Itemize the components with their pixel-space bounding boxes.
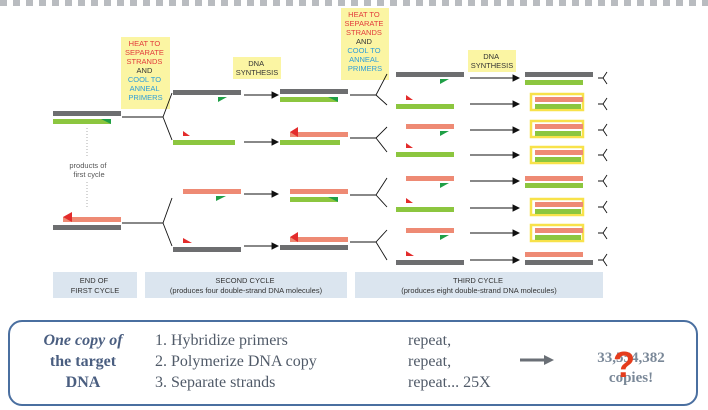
synthesis-callout-2 [468,50,516,72]
target-dna-label: One copy of the target DNA [18,330,148,393]
second-cycle-products [280,89,348,250]
first-cycle-product-top [53,111,121,124]
target-line-1: One copy of [43,332,123,349]
end-forks [598,71,608,267]
pcr-cycle-diagram: HEAT TO SEPARATE STRANDS AND COOL TO ANN… [0,0,708,298]
end-first-cycle-label-box [53,272,137,298]
second-cycle-label: SECOND CYCLE (produces four double-stran… [170,276,323,295]
copies-word: copies! [608,370,654,386]
heat-callout-2 [341,8,389,80]
step-3: 3. Separate strands [155,374,276,391]
second-cycle-label-box [145,272,347,298]
repeat-3: repeat... 25X [408,374,491,391]
heat-callout-2-text: HEAT TO SEPARATE STRANDS AND COOL TO ANN… [345,10,386,73]
synthesis-arrows-2 [470,74,521,264]
third-cycle-strands [396,72,464,265]
copies-count: 33,554,382 [597,350,665,366]
synthesis-callout-1-text: DNA SYNTHESIS [236,59,279,77]
step-2: 2. Polymerize DNA copy [155,353,317,370]
synthesis-arrows-1 [244,91,280,250]
pcr-steps-list: 1. Hybridize primers 2. Polymerize DNA c… [155,330,395,393]
first-cycle-product-bottom [53,212,121,230]
products-of-first-cycle-label: products of first cycle [69,161,108,179]
third-cycle-label: THIRD CYCLE (produces eight double-stran… [401,276,557,295]
copies-result: 33,554,382 copies! [576,348,686,388]
heat-callout-1-text: HEAT TO SEPARATE STRANDS AND COOL TO ANN… [125,39,166,102]
result-arrow-icon [520,355,554,365]
target-line-2: the target [49,353,117,370]
heat-callout-1 [121,37,170,109]
end-first-cycle-label: END OF FIRST CYCLE [71,276,120,295]
fork-cycle1 [122,92,173,247]
fork-cycle2 [350,73,388,261]
repeat-2: repeat, [408,353,452,370]
pcr-summary-panel [8,320,698,406]
second-cycle-strands [173,90,241,252]
repeat-list: repeat, repeat, repeat... 25X [408,330,528,393]
repeat-1: repeat, [408,332,452,349]
target-line-3: DNA [65,374,101,391]
third-cycle-label-box [355,272,603,298]
question-mark-icon: ? [613,344,635,385]
third-cycle-products [525,72,593,265]
synthesis-callout-2-text: DNA SYNTHESIS [471,52,514,70]
step-1: 1. Hybridize primers [155,332,288,349]
synthesis-callout-1 [233,57,281,79]
